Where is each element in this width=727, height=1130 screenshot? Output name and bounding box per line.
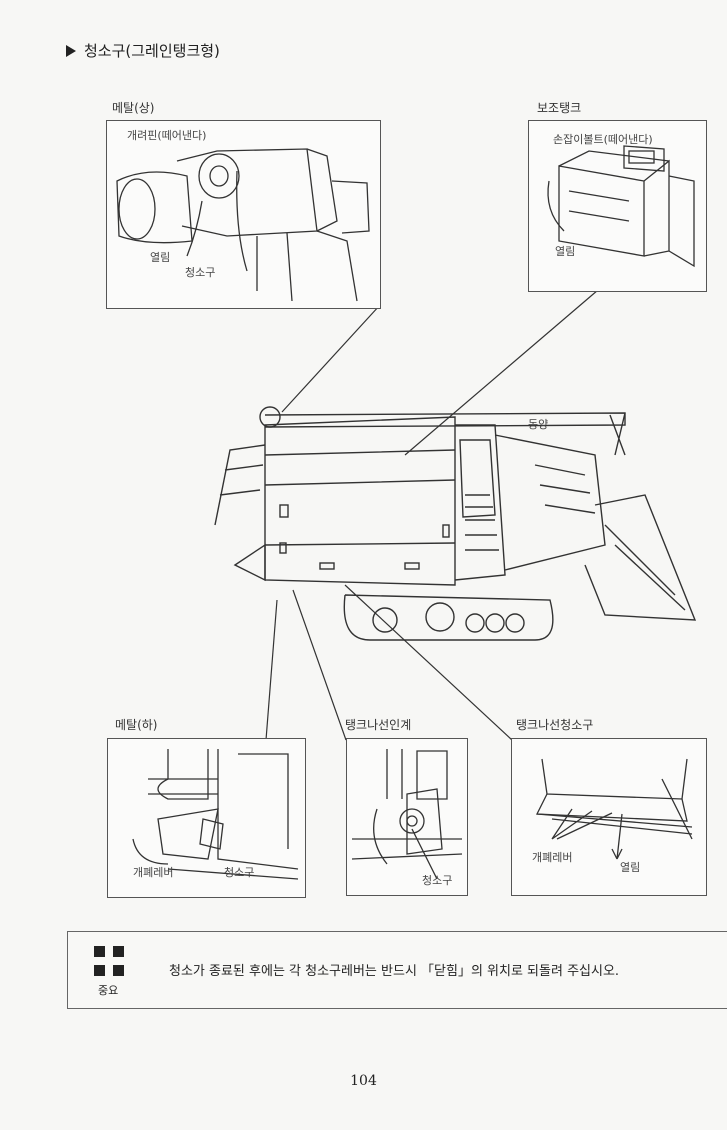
aux-tank-label: 보조탱크 — [537, 101, 582, 115]
callout-linked: 동양 — [528, 418, 549, 431]
page-title-text: 청소구(그레인탱크형) — [84, 42, 220, 60]
metal-upper-label: 메탈(상) — [112, 101, 155, 115]
callout-port: 청소구 — [185, 266, 216, 279]
combine-harvester-drawing — [214, 406, 697, 641]
metal-lower-panel: 개폐레버 청소구 — [107, 738, 306, 898]
metal-upper-panel: 개려핀(떼어낸다) 열림 청소구 — [106, 120, 381, 309]
callout-open: 열림 — [555, 245, 576, 258]
screw-link-label: 탱크나선인계 — [345, 718, 412, 732]
callout-lever: 개폐레버 — [532, 851, 573, 864]
callout-lever: 개폐레버 — [133, 866, 174, 879]
callout-open-pin: 개려핀(떼어낸다) — [127, 129, 207, 142]
aux-tank-panel: 손잡이볼트(떼어낸다) 열림 — [528, 120, 707, 292]
screw-port-panel: 개폐레버 열림 — [511, 738, 707, 896]
note-text: 청소가 종료된 후에는 각 청소구레버는 반드시 「닫힘」의 위치로 되돌려 주… — [169, 964, 620, 979]
screw-port-label: 탱크나선청소구 — [516, 718, 594, 732]
callout-port: 청소구 — [224, 866, 255, 879]
important-note: 중요 청소가 종료된 후에는 각 청소구레버는 반드시 「닫힘」의 위치로 되돌… — [67, 931, 727, 1009]
page-number: 104 — [350, 1073, 377, 1089]
important-cross-icon — [94, 946, 124, 976]
callout-open: 열림 — [150, 251, 171, 264]
metal-lower-drawing — [132, 749, 299, 880]
triangle-bullet-icon — [66, 44, 76, 57]
metal-lower-label: 메탈(하) — [115, 718, 158, 732]
screw-link-panel: 청소구 — [346, 738, 468, 896]
metal-upper-drawing — [116, 148, 370, 302]
callout-bolt: 손잡이볼트(떼어낸다) — [553, 133, 653, 146]
aux-tank-drawing — [547, 145, 695, 268]
important-badge: 중요 — [98, 984, 119, 997]
page-title: 청소구(그레인탱크형) — [66, 40, 220, 61]
screw-link-drawing — [351, 749, 463, 880]
callout-port: 청소구 — [422, 874, 453, 887]
callout-open: 열림 — [620, 861, 641, 874]
screw-port-drawing — [535, 758, 693, 860]
